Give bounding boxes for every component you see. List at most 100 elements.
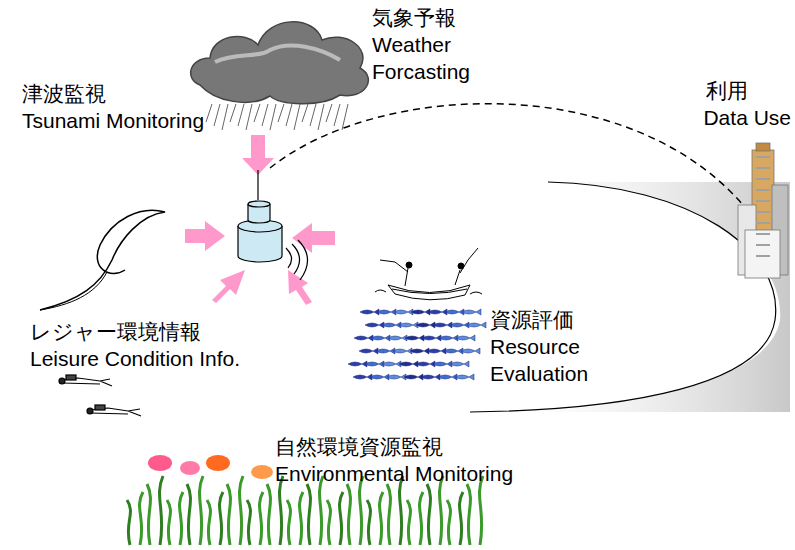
seaweed-blade <box>180 492 183 545</box>
caption-ja: 気象予報 <box>372 4 456 31</box>
fish <box>348 361 367 367</box>
window-row <box>756 156 770 158</box>
caption-en: Resource Evaluation <box>490 333 610 387</box>
caption-en: Data Use <box>703 104 791 131</box>
seaweed-blade <box>227 484 230 545</box>
caption-ja: 津波監視 <box>22 80 106 107</box>
buoy <box>238 170 308 280</box>
seaweed-blade <box>327 500 330 545</box>
fish <box>365 322 384 328</box>
seaweed-blade <box>140 492 143 545</box>
fish <box>394 309 413 315</box>
seaweed-blade <box>480 476 483 545</box>
fish <box>462 309 481 315</box>
fish <box>388 335 407 341</box>
caption-ja: 自然環境資源監視 <box>275 433 443 460</box>
window-row <box>756 244 770 246</box>
seaweed-blade <box>320 476 323 545</box>
fish <box>399 361 418 367</box>
window-row <box>756 211 770 213</box>
rain-drop <box>334 104 340 126</box>
seaweed-blade <box>300 492 303 545</box>
fish <box>416 322 435 328</box>
input-arrows <box>185 135 335 305</box>
seaweed-blade <box>467 484 470 545</box>
fish <box>376 348 395 354</box>
bay-shade <box>470 182 790 412</box>
fish <box>455 374 474 380</box>
fish <box>359 348 378 354</box>
rain-drop <box>230 104 236 122</box>
fish <box>445 309 464 315</box>
tsunami-wave <box>40 210 165 310</box>
rain-drop <box>302 104 308 122</box>
coastline <box>470 182 776 412</box>
caption-en: Tsunami Monitoring <box>22 107 204 134</box>
fish <box>450 361 469 367</box>
divers <box>59 375 141 416</box>
data-link <box>270 104 752 216</box>
rain-drop <box>246 104 252 130</box>
fish <box>387 374 406 380</box>
seaweed-blade <box>420 492 423 545</box>
fish <box>370 374 389 380</box>
fish <box>404 374 423 380</box>
fish <box>422 335 441 341</box>
seaweed-blade <box>360 476 363 545</box>
seaweed-blade <box>287 500 290 545</box>
rain-cloud <box>191 22 369 130</box>
fish <box>399 322 418 328</box>
fish <box>411 309 430 315</box>
rain-drop <box>222 104 228 130</box>
rain-drop <box>326 104 332 122</box>
fish <box>371 335 390 341</box>
fish <box>365 361 384 367</box>
fish <box>433 361 452 367</box>
seaweed-blade <box>127 500 130 545</box>
seaweed-blade <box>347 484 350 545</box>
window-row <box>756 200 770 202</box>
fish <box>433 322 452 328</box>
seaweed-blade <box>387 484 390 545</box>
caption-ja: 利用 <box>706 77 748 104</box>
fish <box>444 348 463 354</box>
rain-drop <box>254 104 260 122</box>
fish <box>354 335 373 341</box>
rain-drop <box>294 104 300 130</box>
caption-en: Leisure Condition Info. <box>30 345 240 372</box>
caption-en: Environmental Monitoring <box>275 460 513 487</box>
window-row <box>756 222 770 224</box>
fish <box>377 309 396 315</box>
seaweed-blade <box>187 484 190 545</box>
caption-ja: 資源評価 <box>490 306 574 333</box>
fish <box>427 348 446 354</box>
seaweed-blade <box>240 476 243 545</box>
window-row <box>756 233 770 235</box>
seaweed-blade <box>280 476 283 545</box>
seaweed-blade <box>260 492 263 545</box>
fish <box>360 309 379 315</box>
fish <box>382 361 401 367</box>
fish <box>439 335 458 341</box>
fish-school <box>348 309 486 380</box>
fish <box>393 348 412 354</box>
rain-drop <box>262 104 268 126</box>
seaweed-blade <box>267 484 270 545</box>
seaweed-blade <box>367 500 370 545</box>
seaweed-blade <box>147 484 150 545</box>
fish <box>461 348 480 354</box>
fish <box>467 322 486 328</box>
fish <box>456 335 475 341</box>
fishing-boat <box>375 248 482 300</box>
fish <box>450 322 469 328</box>
fish <box>353 374 372 380</box>
seaweed-blade <box>400 476 403 545</box>
seaweed-blade <box>427 484 430 545</box>
seaweed-blade <box>167 500 170 545</box>
seaweed-blade <box>307 484 310 545</box>
city-buildings <box>738 143 788 278</box>
caption-ja: レジャー環境情報 <box>30 318 201 345</box>
seaweed-blade <box>160 476 163 545</box>
rain-drop <box>238 104 244 126</box>
